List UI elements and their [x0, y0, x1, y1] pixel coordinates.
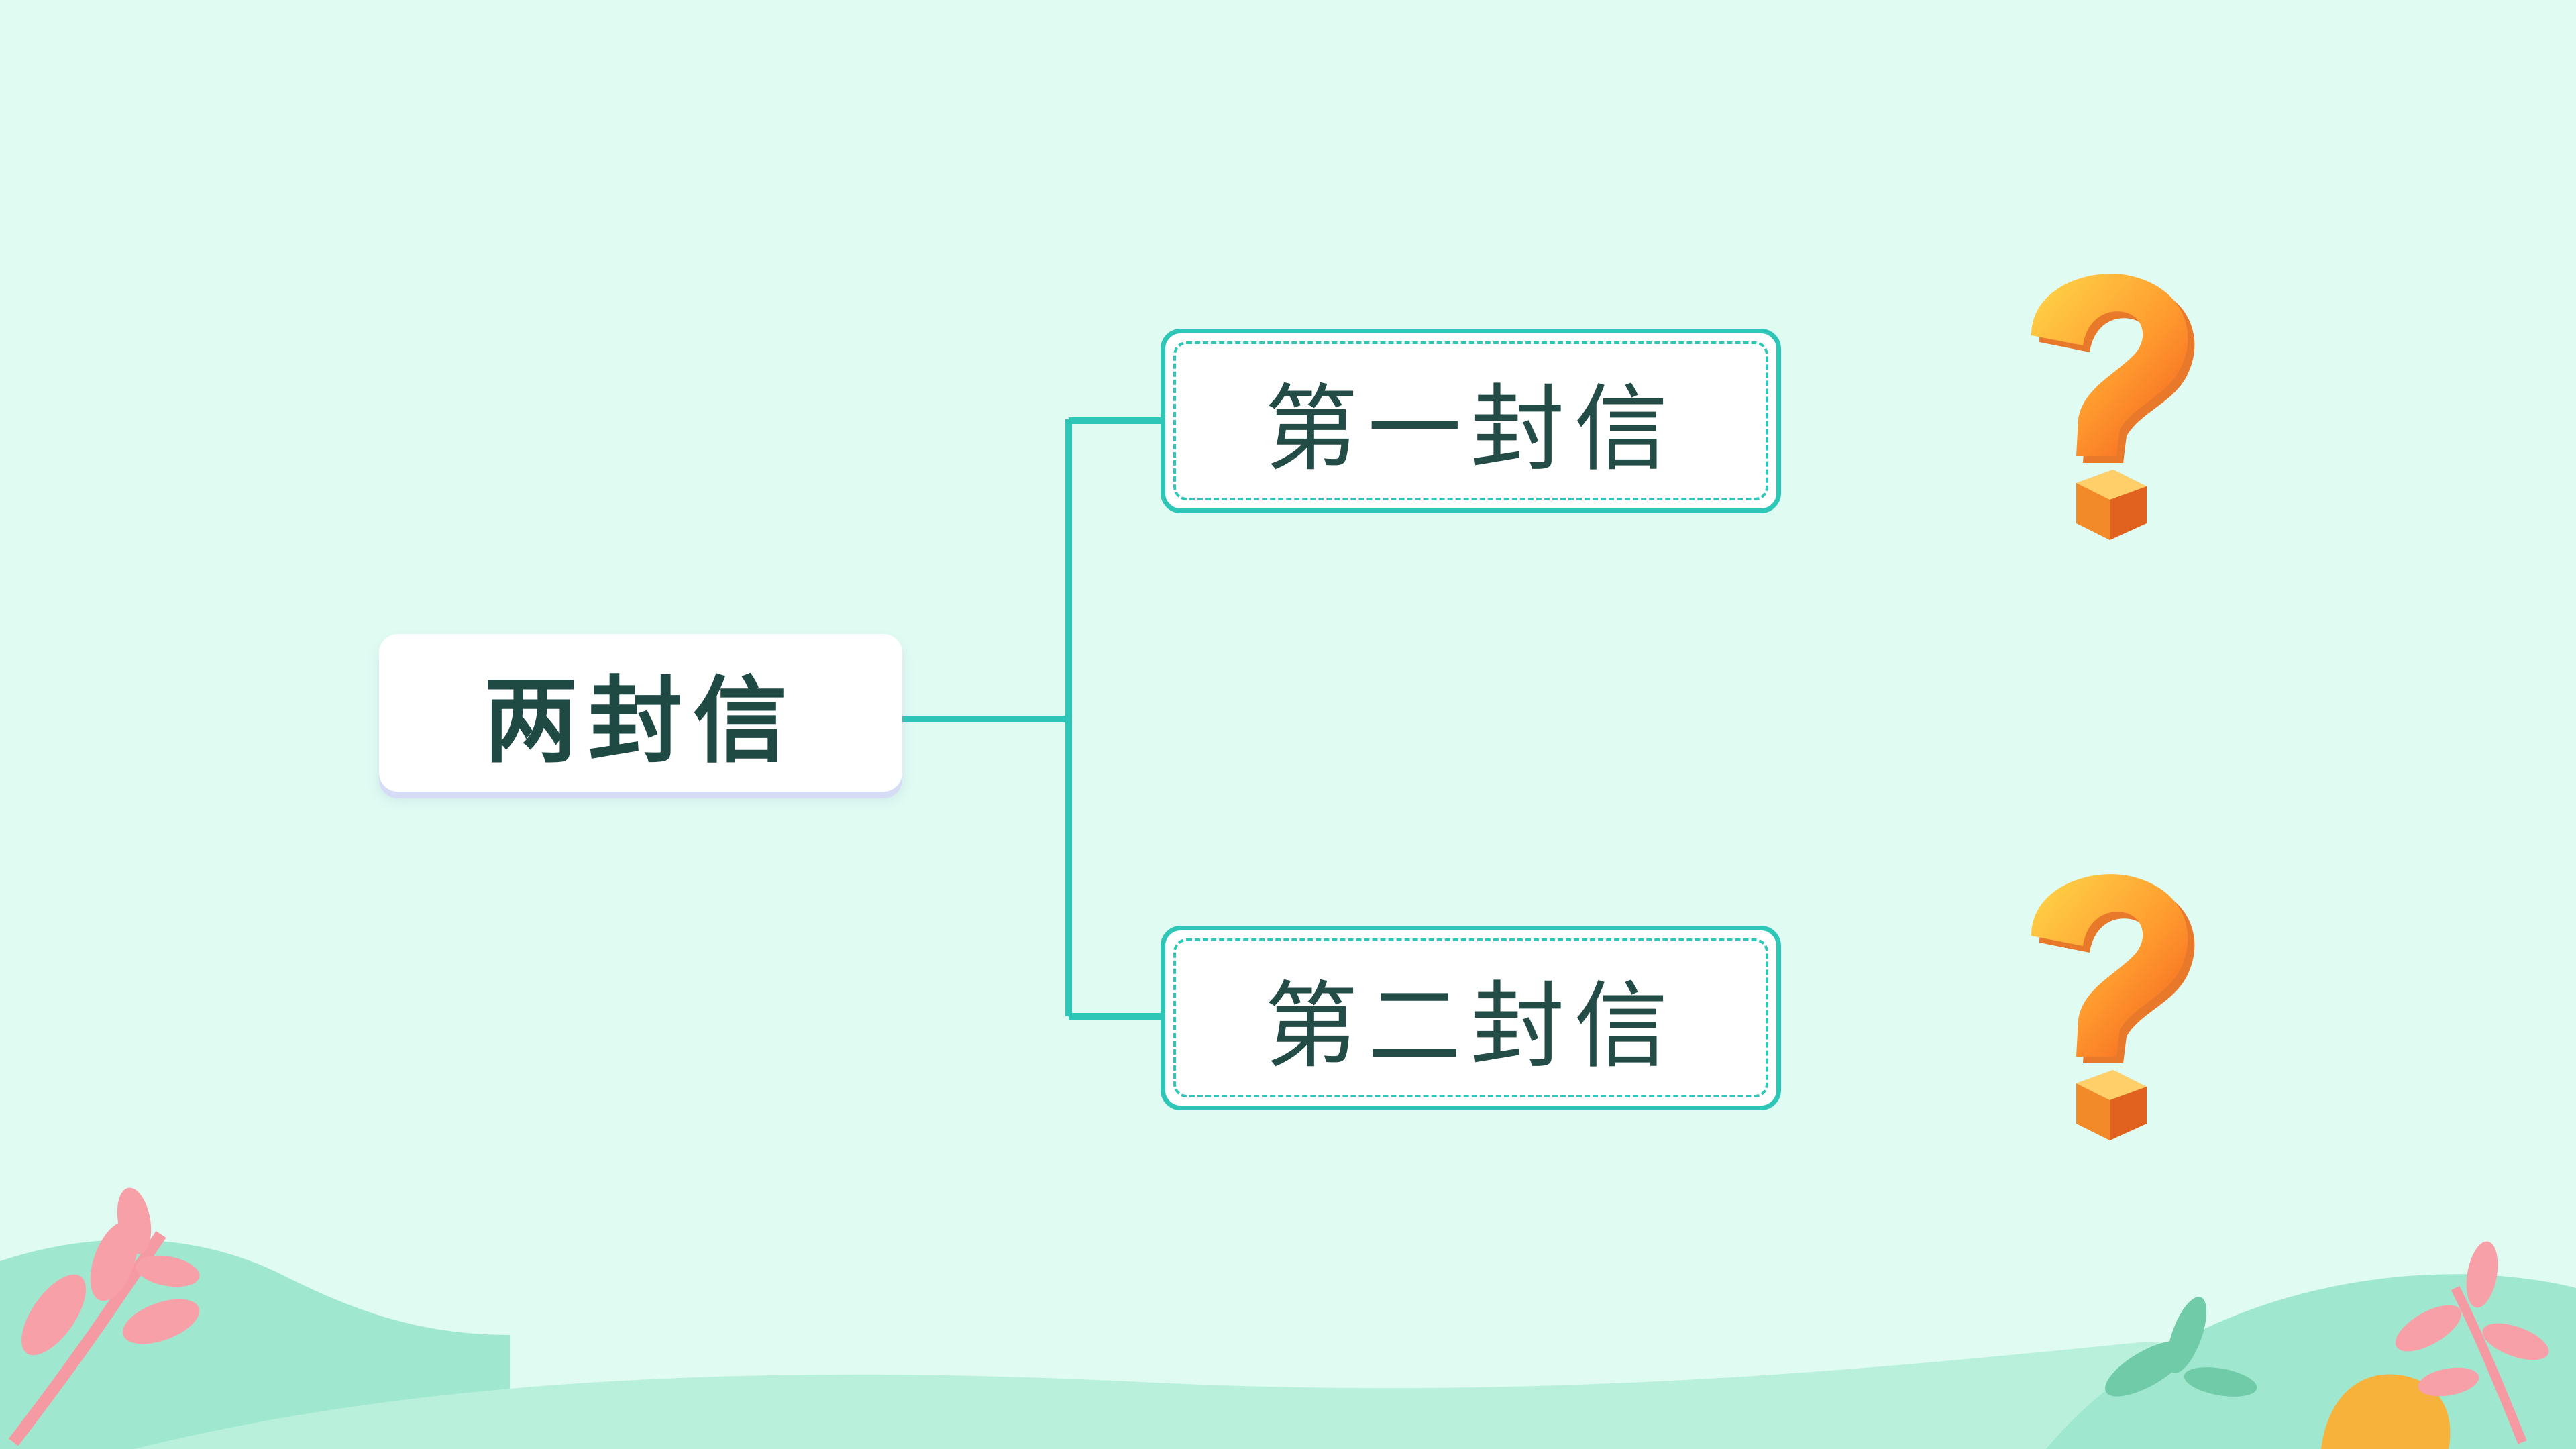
branch-node-2-inner: 第二封信 [1173, 938, 1768, 1097]
pink-leaf-branch-left [8, 1187, 200, 1446]
branch-node-2-label: 第二封信 [1264, 971, 1678, 1081]
green-leaf-branch-right [2105, 1297, 2257, 1397]
branch-node-1: 第一封信 [1161, 329, 1781, 513]
root-node: 两封信 [379, 634, 902, 792]
pink-leaf-branch-right [2395, 1241, 2549, 1444]
question-mark-icon [2031, 874, 2195, 1140]
root-node-label: 两封信 [483, 665, 798, 776]
bottom-orange-shape [2321, 1374, 2451, 1449]
question-mark-icon [2031, 274, 2195, 540]
connector-lines [902, 417, 1161, 1020]
bottom-hill-mid [134, 1342, 2576, 1449]
branch-node-1-label: 第一封信 [1264, 374, 1678, 484]
branch-node-2: 第二封信 [1161, 926, 1781, 1110]
branch-node-1-inner: 第一封信 [1173, 341, 1768, 500]
